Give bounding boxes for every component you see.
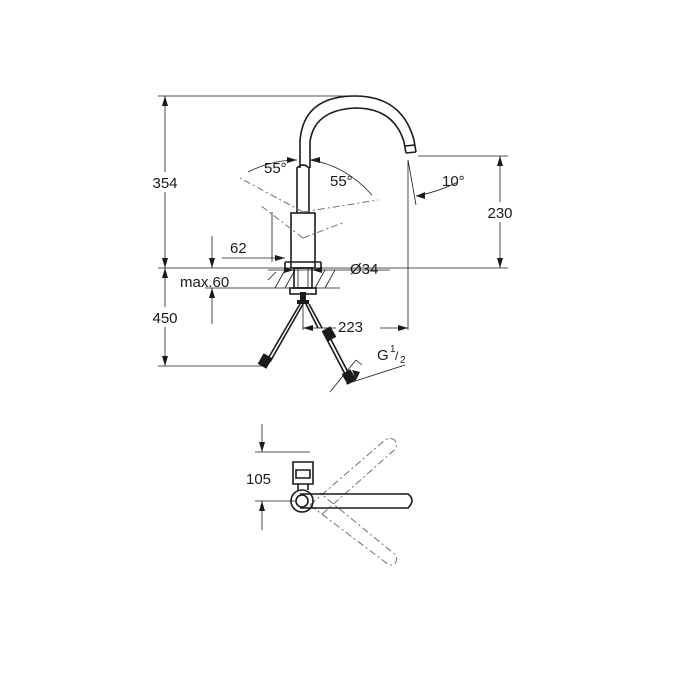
- label-55-right: 55°: [330, 173, 353, 190]
- dim-105: 105: [246, 424, 310, 530]
- supply-hoses: [257, 303, 357, 385]
- dim-diameter-34: Ø34: [268, 261, 390, 278]
- label-55-left: 55°: [264, 160, 287, 177]
- deck-hatching: [267, 267, 340, 289]
- label-thread-denominator: 2: [400, 355, 406, 366]
- label-diameter-34: Ø34: [350, 261, 378, 278]
- label-62: 62: [230, 240, 247, 257]
- dim-55-left: 55°: [247, 157, 298, 177]
- dim-55-right: 55°: [309, 157, 373, 196]
- lever-swing-lines: [239, 177, 379, 239]
- dim-62: 62: [222, 212, 285, 262]
- label-223: 223: [338, 319, 363, 336]
- label-thread-slash: /: [395, 349, 399, 363]
- top-view: 105: [246, 424, 413, 566]
- spout-top-view: [290, 461, 413, 513]
- label-max-60: max.60: [180, 274, 229, 291]
- label-354: 354: [152, 175, 177, 192]
- dim-354: 354: [142, 95, 355, 269]
- label-10-degree: 10°: [442, 173, 465, 190]
- dim-230: 230: [340, 155, 522, 269]
- label-230: 230: [487, 205, 512, 222]
- side-view: 354 450 230 10°: [142, 95, 522, 393]
- dim-223: 223: [302, 294, 408, 336]
- dim-10-degree: 10°: [407, 159, 465, 330]
- dim-450: 450: [142, 268, 265, 367]
- label-thread-numerator: 1: [390, 344, 396, 355]
- label-450: 450: [152, 310, 177, 327]
- dim-thread-g-half: G 1 / 2: [329, 344, 406, 393]
- label-thread-prefix: G: [377, 347, 389, 364]
- dim-max-60: max.60: [180, 236, 268, 324]
- label-105: 105: [246, 471, 271, 488]
